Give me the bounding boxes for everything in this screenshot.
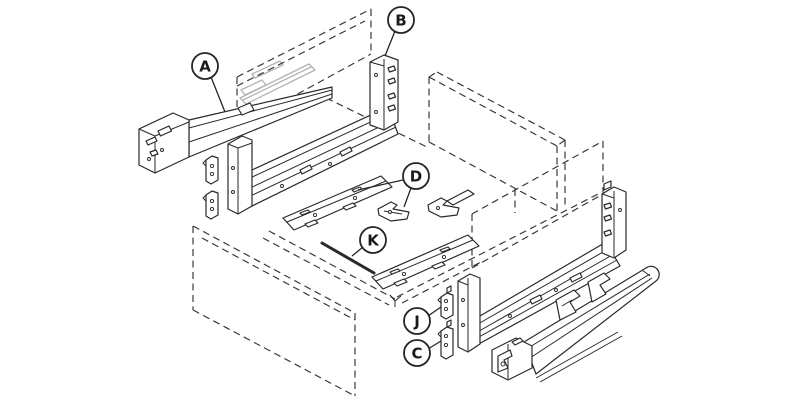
label-J-circle — [403, 307, 431, 335]
label-K-leader — [351, 246, 364, 257]
synchronisation-rod — [320, 241, 376, 275]
label-B-leader — [384, 30, 396, 57]
label-D-letter: D — [410, 168, 422, 186]
label-C-circle — [403, 339, 431, 367]
dashed-front-panel — [192, 225, 356, 397]
right-cabinet-runner — [491, 265, 660, 383]
labels-layer: A B D K JC — [191, 6, 442, 367]
right-back-fixing-bracket — [601, 180, 627, 259]
left-clip-upper — [202, 155, 219, 185]
label-D-leader — [357, 179, 404, 191]
corner-mark — [389, 294, 402, 307]
label-A-leader — [210, 76, 226, 113]
label-J-leader — [427, 306, 442, 317]
locking-bar-front — [282, 175, 393, 231]
left-front-post — [227, 135, 253, 215]
label-B-letter: B — [395, 12, 406, 30]
label-C-letter: C — [411, 345, 422, 363]
label-C-leader — [427, 340, 442, 350]
runner-couplers — [555, 272, 611, 321]
dashed-back-panel — [428, 71, 566, 212]
locking-bar-rear — [371, 234, 480, 290]
label-K-letter: K — [367, 232, 380, 250]
label-A-circle — [191, 52, 219, 80]
label-A-letter: A — [199, 58, 211, 76]
left-drawer-side-member — [227, 54, 399, 215]
rear-clip-C — [437, 319, 454, 360]
ghost-runner — [239, 60, 316, 105]
dashed-drawer-bottom — [262, 92, 601, 307]
label-D-circle — [402, 162, 430, 190]
left-clip-lower — [202, 190, 219, 220]
label-B-circle — [387, 6, 415, 34]
left-cabinet-runner — [138, 86, 333, 174]
rear-clip-J — [437, 285, 454, 320]
latch-rear — [427, 189, 475, 218]
label-D-leader — [403, 187, 412, 208]
right-drawer-side-member — [457, 180, 627, 353]
latch-front — [377, 201, 410, 222]
label-J-letter: J — [413, 313, 420, 331]
dashed-left-side-panel — [236, 8, 372, 128]
right-front-post — [457, 273, 481, 353]
label-K-circle — [359, 226, 387, 254]
left-back-fixing-bracket — [369, 54, 399, 131]
